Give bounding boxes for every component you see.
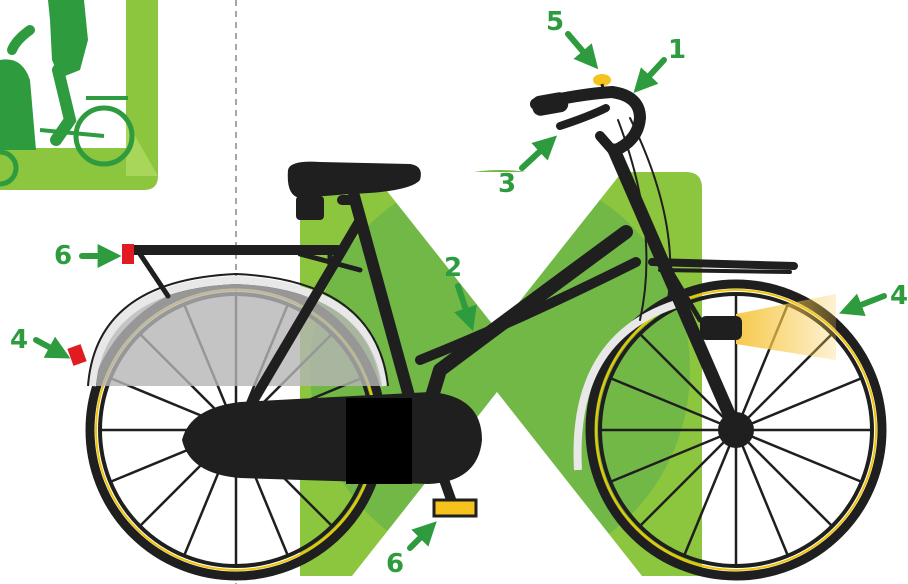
callout-rack-reflector: 6 xyxy=(54,241,72,271)
arrow-icon xyxy=(568,34,592,62)
callout-bell: 5 xyxy=(546,7,564,37)
pedal-reflector xyxy=(434,500,476,516)
front-lamp xyxy=(700,316,742,340)
arrow-icon xyxy=(36,340,62,354)
callout-handlebar: 1 xyxy=(668,35,686,65)
arrow-icon xyxy=(848,296,884,310)
callout-rear-reflector: 4 xyxy=(10,325,28,355)
rack-reflector xyxy=(122,244,134,264)
callout-frame: 2 xyxy=(444,253,462,283)
callout-brake-lever: 3 xyxy=(498,169,516,199)
bell-mount xyxy=(602,84,604,94)
arrow-icon xyxy=(640,60,664,86)
chain-guard-cover xyxy=(346,398,412,484)
rider-thumbnail xyxy=(0,0,158,190)
callout-front-light: 4 xyxy=(890,281,908,311)
callout-pedal-reflector: 6 xyxy=(386,549,404,579)
rear-reflector xyxy=(67,344,86,366)
seat-clamp xyxy=(296,196,324,220)
grip xyxy=(531,91,570,117)
arrow-icon xyxy=(522,142,550,168)
